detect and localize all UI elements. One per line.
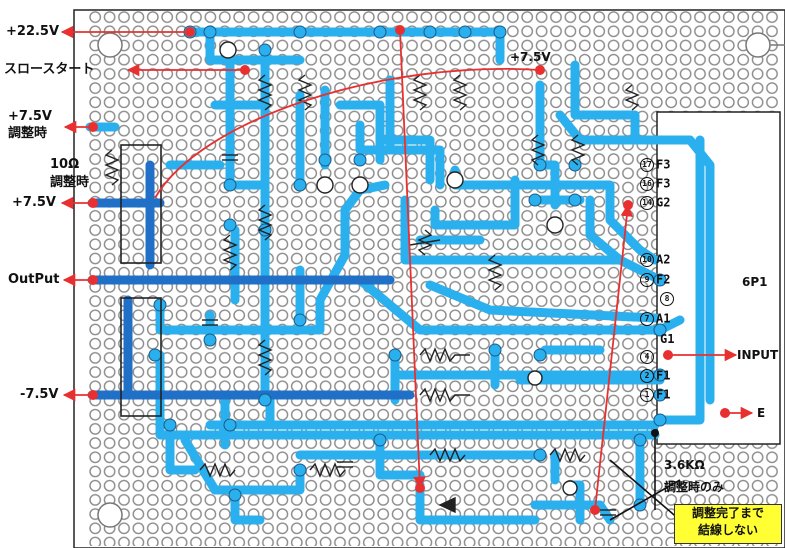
transistor (546, 216, 564, 234)
adjust-wire (609, 433, 681, 521)
transistor (446, 171, 464, 189)
pin-number: 8 (660, 292, 674, 306)
pin-8: 8 (660, 292, 676, 306)
signal-dots (88, 25, 730, 515)
label-v-plus-7-5: +7.5V (12, 195, 56, 210)
pin-name: F2 (656, 272, 671, 287)
pin-g1: G1 (660, 333, 674, 346)
transistor (562, 480, 578, 496)
note-line-2: 結線しない (697, 523, 758, 537)
resistor (549, 447, 586, 463)
resistor (309, 462, 346, 478)
diode (438, 496, 456, 514)
pin-name: F1 (656, 387, 671, 402)
transistor (351, 176, 369, 194)
pin-4: 4 (640, 350, 656, 364)
pin-name: F1 (656, 368, 671, 383)
components (202, 41, 616, 516)
label-socket-6p1: 6P1 (742, 275, 768, 289)
label-adjust-only: 調整時のみ (664, 480, 725, 494)
pin-number: 10 (640, 253, 654, 267)
transistor (527, 370, 543, 386)
label-v-plus-7-5-adjust: +7.5V (8, 109, 52, 124)
label-earth: E (757, 406, 766, 420)
transistor (219, 41, 237, 59)
transistor (316, 176, 334, 194)
resistor (429, 447, 466, 463)
label-10-ohm-adjust: 調整時 (50, 175, 90, 190)
label-input: INPUT (737, 348, 779, 362)
pin-number: 2 (640, 369, 654, 383)
pin-number: 4 (640, 350, 654, 364)
adjust-box (120, 144, 162, 264)
pin-number: 1 (640, 388, 654, 402)
resistor (297, 74, 313, 111)
pin-number: 9 (640, 273, 654, 287)
resistor (419, 387, 470, 403)
resistor (624, 84, 640, 111)
socket-outline (656, 111, 781, 445)
label-3-6k-ohm: 3.6KΩ (664, 458, 705, 472)
pin-number: 14 (640, 196, 654, 210)
label-slow-start: スロースタート (4, 62, 95, 77)
adjust-box (120, 297, 162, 417)
resistor (257, 339, 273, 376)
pin-number: 17 (640, 158, 654, 172)
resistor (104, 149, 120, 186)
label-v-plus-7-5-top: +7.5V (510, 50, 551, 64)
mount-hole (745, 32, 771, 58)
resistor (222, 234, 238, 271)
label-10-ohm: 10Ω (50, 157, 80, 172)
mount-hole (97, 32, 123, 58)
pin-name: G1 (660, 332, 675, 346)
pin-number: 7 (640, 312, 654, 326)
label-output: OutPut (8, 272, 60, 287)
resistor (199, 462, 236, 478)
resistors (104, 74, 640, 478)
resistor (419, 347, 470, 363)
note-line-1: 調整完了まで (691, 506, 764, 520)
pin-name: F3 (656, 176, 671, 191)
note-box: 調整完了まで 結線しない (674, 504, 782, 544)
resistor (257, 74, 273, 111)
pin-name: F3 (656, 157, 671, 172)
pin-name: A2 (656, 252, 671, 267)
label-v-plus-22-5: +22.5V (6, 24, 60, 39)
resistor (412, 74, 428, 111)
resistor (452, 74, 468, 111)
mount-hole (97, 502, 123, 528)
label-v-minus-7-5: -7.5V (20, 387, 59, 402)
resistor (487, 254, 503, 291)
pin-name: A1 (656, 311, 671, 326)
resistor (257, 204, 273, 241)
pin-name: G2 (656, 195, 671, 210)
wires-dark (87, 160, 415, 400)
resistor (530, 134, 546, 166)
resistor (570, 134, 586, 166)
pads (148, 25, 667, 512)
label-adjust: 調整時 (8, 126, 48, 141)
pin-number: 16 (640, 177, 654, 191)
